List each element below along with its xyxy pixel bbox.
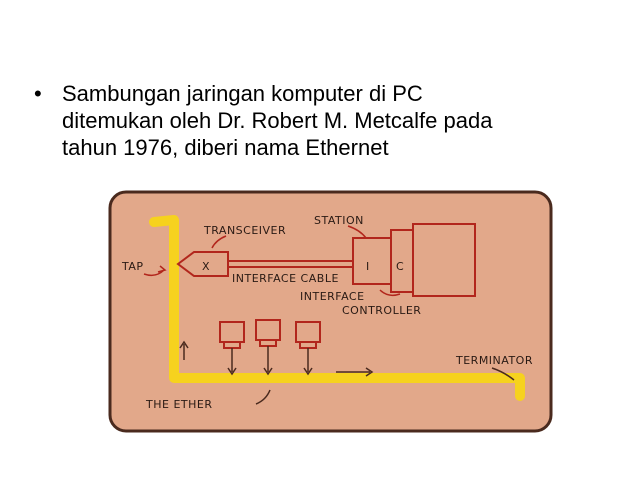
label-interface: INTERFACE: [300, 290, 365, 303]
label-terminator: TERMINATOR: [455, 354, 533, 367]
small-station-1: [219, 321, 245, 376]
bullet-line-1: Sambungan jaringan komputer di PC: [62, 81, 423, 106]
label-tap: TAP: [121, 260, 144, 273]
transceiver-arrow: [211, 235, 227, 249]
label-i: I: [366, 260, 370, 273]
tap-arrowhead: [157, 265, 167, 273]
ether-cable: [149, 215, 525, 401]
signal-arrow-right: [336, 367, 374, 377]
label-x: X: [202, 260, 210, 273]
signal-arrow-left: [179, 340, 189, 360]
label-station: STATION: [314, 214, 364, 227]
label-transceiver: TRANSCEIVER: [203, 224, 286, 237]
bullet-marker: •: [34, 81, 42, 106]
bullet-line-3: tahun 1976, diberi nama Ethernet: [62, 135, 389, 160]
ethernet-sketch-diagram: TRANSCEIVER STATION TAP X INTERFACE CABL…: [108, 190, 553, 433]
bullet-line-2: ditemukan oleh Dr. Robert M. Metcalfe pa…: [62, 108, 493, 133]
label-c: C: [396, 260, 404, 273]
label-interface-cable: INTERFACE CABLE: [232, 272, 339, 285]
transceiver-box: [176, 251, 229, 277]
small-station-2: [255, 319, 281, 376]
bullet-text: Sambungan jaringan komputer di PC ditemu…: [62, 80, 592, 161]
station-arrow: [347, 225, 367, 239]
terminator-arrow: [491, 367, 515, 381]
small-station-3: [295, 321, 321, 376]
label-controller: CONTROLLER: [342, 304, 421, 317]
ether-label-arrow: [255, 389, 271, 405]
label-the-ether: THE ETHER: [145, 398, 212, 411]
interface-controller-arrow: [379, 289, 401, 297]
station-computer-box: [412, 223, 476, 297]
